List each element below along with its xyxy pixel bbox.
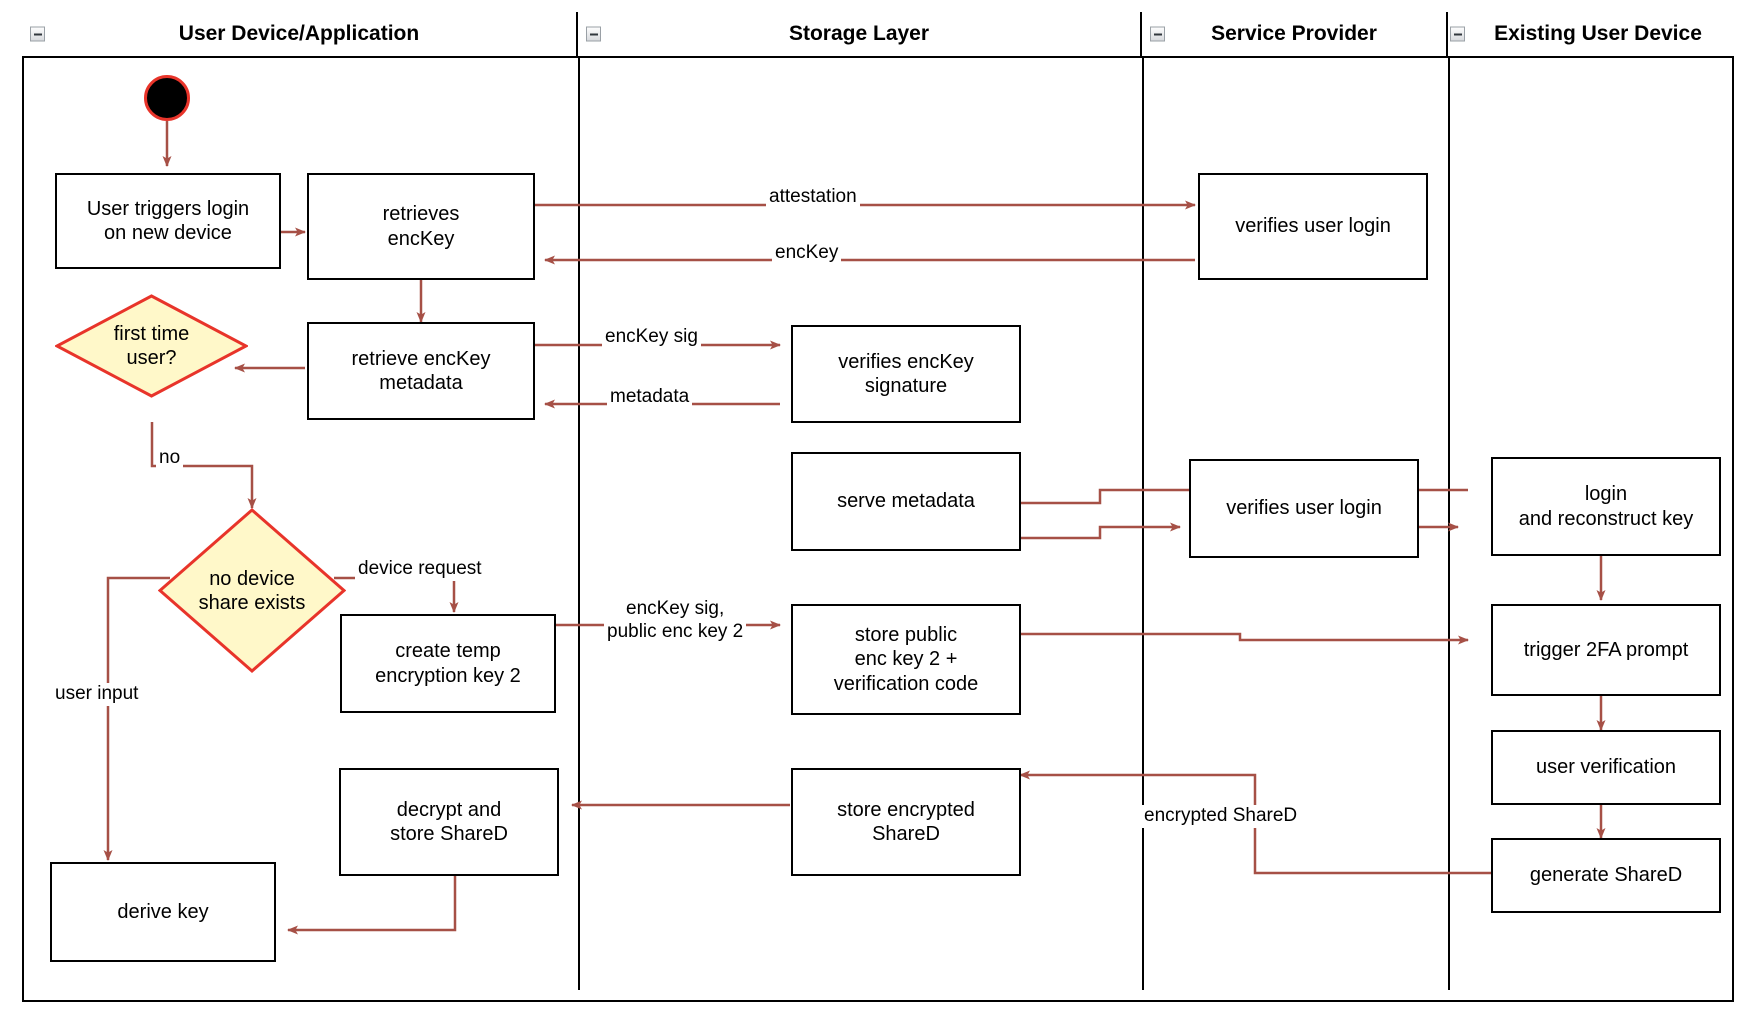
lane-header-storage-layer[interactable]: Storage Layer xyxy=(578,12,1142,56)
lane-header-existing-user-device[interactable]: Existing User Device xyxy=(1448,12,1734,56)
node-verifies-enckey-signature[interactable]: verifies encKey signature xyxy=(791,325,1021,423)
node-store-encrypted-shared[interactable]: store encrypted ShareD xyxy=(791,768,1021,876)
lane-header-user-device[interactable]: User Device/Application xyxy=(22,12,578,56)
node-retrieve-enckey-metadata[interactable]: retrieve encKey metadata xyxy=(307,322,535,420)
edge-label-attestation: attestation xyxy=(766,186,860,209)
node-create-temp-encryption-key-2[interactable]: create temp encryption key 2 xyxy=(340,614,556,713)
edge-label-no: no xyxy=(156,447,184,470)
node-verifies-user-login-1[interactable]: verifies user login xyxy=(1198,173,1428,280)
node-decrypt-and-store-shared[interactable]: decrypt and store ShareD xyxy=(339,768,559,876)
edge-label-enckey-sig: encKey sig xyxy=(602,326,701,349)
node-serve-metadata[interactable]: serve metadata xyxy=(791,452,1021,551)
node-first-time-user[interactable]: first time user? xyxy=(55,294,248,398)
minus-box-icon[interactable] xyxy=(30,26,45,42)
minus-box-icon[interactable] xyxy=(1150,26,1165,42)
lane-title: Existing User Device xyxy=(1494,22,1702,45)
node-generate-shared[interactable]: generate ShareD xyxy=(1491,838,1721,913)
node-no-device-share-exists[interactable]: no device share exists xyxy=(158,508,346,673)
lane-title: Service Provider xyxy=(1211,22,1377,45)
node-retrieves-enckey[interactable]: retrieves encKey xyxy=(307,173,535,280)
edge-label-enckey: encKey xyxy=(772,242,842,265)
edge-label-metadata: metadata xyxy=(607,386,693,409)
lane-title: User Device/Application xyxy=(178,22,420,45)
node-label: no device share exists xyxy=(198,567,306,614)
edge-label-device-request: device request xyxy=(355,558,485,581)
lane-header-separator xyxy=(22,56,1734,58)
node-login-and-reconstruct-key[interactable]: login and reconstruct key xyxy=(1491,457,1721,556)
lane-divider-1 xyxy=(578,56,580,990)
node-label: first time user? xyxy=(113,323,190,369)
initial-node xyxy=(144,75,190,121)
lane-divider-2 xyxy=(1142,56,1144,990)
node-user-triggers-login[interactable]: User triggers login on new device xyxy=(55,173,281,269)
edge-label-enckey-sig-pubkey2: encKey sig, public enc key 2 xyxy=(604,598,747,644)
node-derive-key[interactable]: derive key xyxy=(50,862,276,962)
minus-box-icon[interactable] xyxy=(586,26,601,42)
edge-label-user-input: user input xyxy=(52,683,142,706)
node-store-public-enc-key-2[interactable]: store public enc key 2 + verification co… xyxy=(791,604,1021,715)
node-verifies-user-login-2[interactable]: verifies user login xyxy=(1189,459,1419,558)
edge-label-encrypted-shared: encrypted ShareD xyxy=(1141,805,1301,828)
lane-header-service-provider[interactable]: Service Provider xyxy=(1142,12,1448,56)
lane-title: Storage Layer xyxy=(788,22,930,45)
minus-box-icon[interactable] xyxy=(1450,26,1465,42)
node-user-verification[interactable]: user verification xyxy=(1491,730,1721,805)
node-trigger-2fa-prompt[interactable]: trigger 2FA prompt xyxy=(1491,604,1721,696)
